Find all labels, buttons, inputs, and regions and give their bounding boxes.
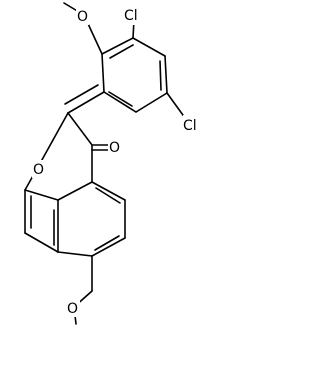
atom-label-o-ring: O [33,162,44,178]
atom-label-cl-right: Cl [183,118,197,134]
atom-label-o-methoxy-top: O [77,9,88,25]
atom-labels: Cl Cl O O O O [32,5,205,317]
bond-lines [24,2,189,325]
atom-label-o-methoxy-bottom: O [67,301,78,317]
atom-label-cl-top: Cl [124,8,138,24]
molecule-structure: Cl Cl O O O O [24,2,205,325]
atom-label-o-carbonyl: O [109,140,120,156]
